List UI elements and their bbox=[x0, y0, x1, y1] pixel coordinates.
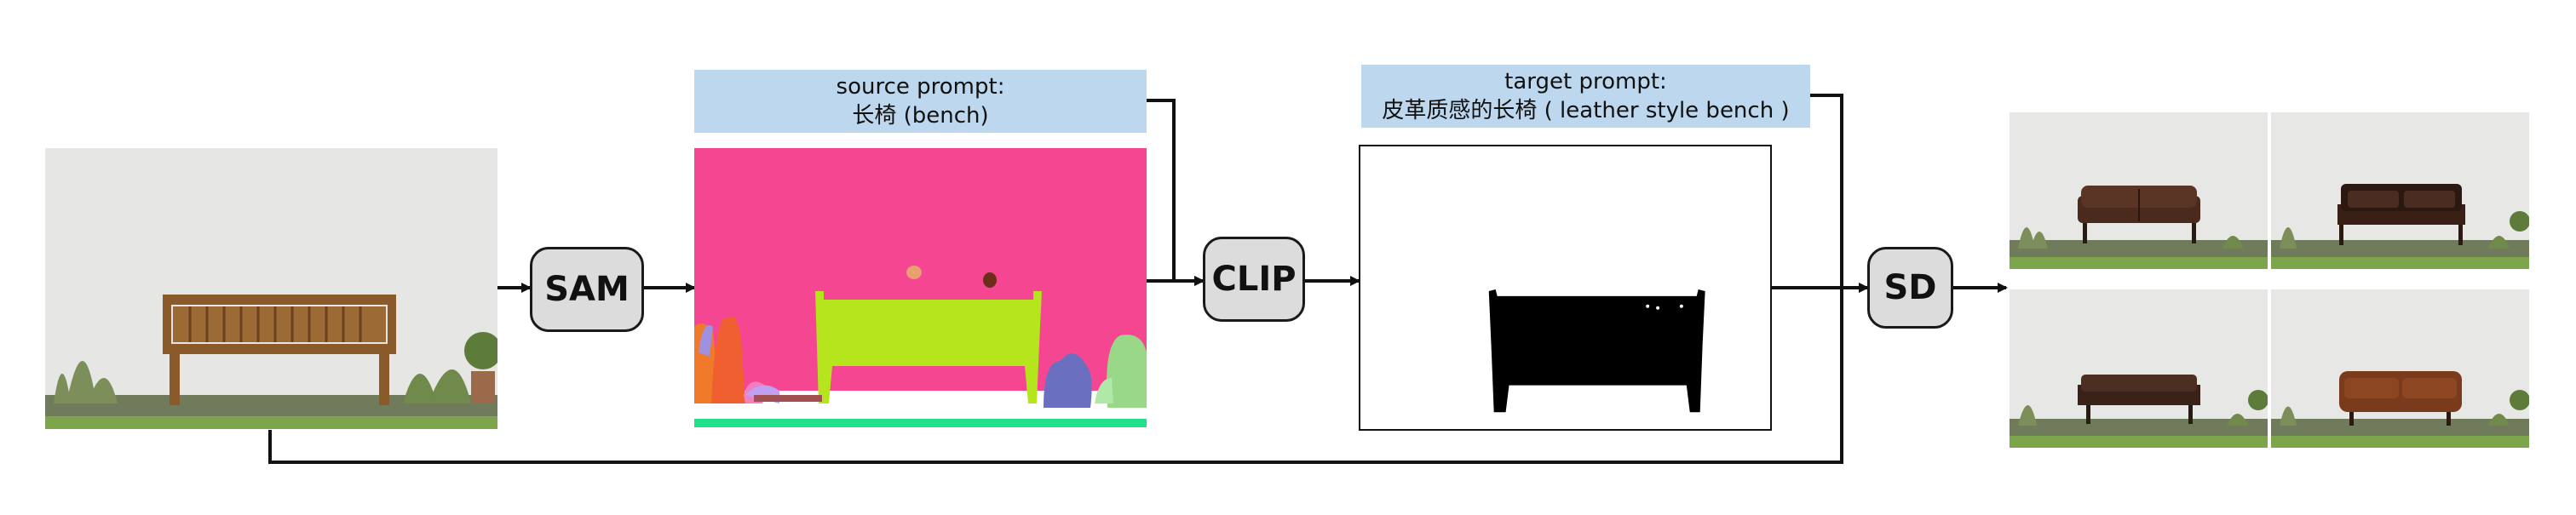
source-prompt-text: 长椅 (bench) bbox=[852, 103, 989, 129]
target-prompt-text: 皮革质感的长椅 ( leather style bench ) bbox=[1382, 98, 1790, 123]
sd-label: SD bbox=[1883, 268, 1937, 307]
output-leather-bench-2 bbox=[2271, 112, 2529, 269]
sam-module: SAM bbox=[530, 247, 644, 332]
bench-mask bbox=[1359, 145, 1772, 431]
input-bench-photo bbox=[45, 148, 497, 429]
segmentation-map bbox=[694, 148, 1147, 429]
source-prompt-title: source prompt: bbox=[836, 74, 1005, 100]
target-prompt-box: target prompt: 皮革质感的长椅 ( leather style b… bbox=[1361, 65, 1810, 128]
output-leather-bench-3 bbox=[2010, 289, 2268, 448]
sam-label: SAM bbox=[544, 270, 630, 309]
target-prompt-title: target prompt: bbox=[1504, 69, 1667, 94]
sd-module: SD bbox=[1867, 247, 1953, 329]
source-prompt-box: source prompt: 长椅 (bench) bbox=[694, 70, 1147, 133]
output-leather-bench-4 bbox=[2271, 289, 2529, 448]
clip-label: CLIP bbox=[1211, 260, 1297, 299]
output-leather-bench-1 bbox=[2010, 112, 2268, 269]
clip-module: CLIP bbox=[1203, 237, 1305, 322]
